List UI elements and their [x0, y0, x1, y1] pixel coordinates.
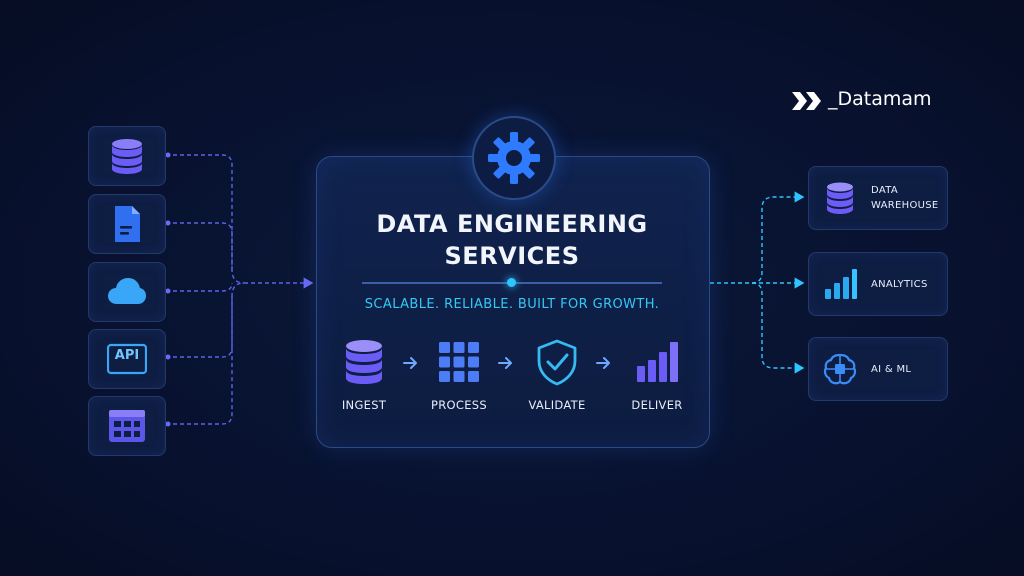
- output-ai-ml: AI & ML: [808, 337, 948, 401]
- source-table: [88, 396, 166, 456]
- shield-check-icon: [537, 339, 577, 386]
- brand-name: _Datamam: [828, 88, 932, 110]
- table-grid-icon: [109, 410, 145, 442]
- connector-output-3: [751, 282, 805, 374]
- connector-source-2: [166, 222, 233, 270]
- source-document: [88, 194, 166, 254]
- arrow-right-icon: [596, 357, 610, 369]
- output-label-line-1: AI & ML: [871, 363, 912, 375]
- output-label: AI & ML: [871, 338, 945, 400]
- grid-icon: [439, 342, 479, 382]
- hub-title: DATA ENGINEERING SERVICES: [316, 208, 708, 272]
- output-label: ANALYTICS: [871, 253, 945, 315]
- arrow-right-icon: [498, 357, 512, 369]
- source-api: API: [88, 329, 166, 389]
- output-label-line-1: ANALYTICS: [871, 278, 928, 290]
- connector-source-4: [166, 296, 233, 358]
- step-label: DELIVER: [631, 398, 683, 412]
- output-label-line-2: WAREHOUSE: [871, 200, 939, 211]
- services-hub-panel: [316, 156, 710, 448]
- step-ingest: INGEST: [319, 338, 409, 412]
- connector-source-1: [166, 154, 245, 284]
- step-process: PROCESS: [414, 338, 504, 412]
- brain-chip-icon: [823, 353, 857, 385]
- step-label: PROCESS: [431, 398, 487, 412]
- step-label: VALIDATE: [528, 398, 586, 412]
- gear-icon: [488, 132, 540, 184]
- database-icon: [112, 139, 142, 174]
- arrow-right-icon: [403, 357, 417, 369]
- source-cloud: [88, 262, 166, 322]
- hub-tagline: SCALABLE. RELIABLE. BUILT FOR GROWTH.: [364, 297, 660, 312]
- hub-divider-dot: [507, 278, 516, 287]
- gear-badge: [472, 116, 556, 200]
- cloud-icon: [108, 278, 146, 304]
- step-validate: VALIDATE: [512, 338, 602, 412]
- output-label: DATA WAREHOUSE: [871, 167, 945, 229]
- output-label-line-1: DATA: [871, 185, 898, 196]
- logo-chevrons-icon: [792, 92, 821, 110]
- step-label: INGEST: [341, 398, 387, 412]
- output-connectors: [710, 191, 805, 374]
- connector-output-1: [751, 191, 805, 284]
- bar-chart-icon: [637, 342, 678, 382]
- output-analytics: ANALYTICS: [808, 252, 948, 316]
- hub-title-line-1: DATA ENGINEERING: [376, 210, 648, 238]
- connector-source-5: [166, 282, 245, 425]
- database-icon: [346, 340, 382, 384]
- bar-chart-icon: [825, 269, 857, 299]
- output-data-warehouse: DATA WAREHOUSE: [808, 166, 948, 230]
- input-connectors: [166, 154, 314, 425]
- document-icon: [115, 206, 140, 242]
- hub-title-line-2: SERVICES: [444, 242, 580, 270]
- step-deliver: DELIVER: [612, 338, 702, 412]
- api-icon: [107, 343, 147, 375]
- source-connector-dots: [165, 152, 171, 427]
- connector-source-3: [166, 282, 233, 292]
- database-icon: [827, 182, 853, 214]
- api-label: API: [114, 348, 140, 363]
- source-database: [88, 126, 166, 186]
